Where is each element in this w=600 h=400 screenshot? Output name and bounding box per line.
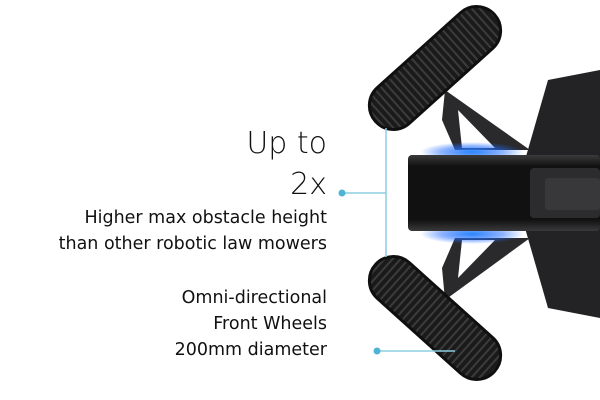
callout-dot-wheels	[373, 347, 381, 355]
headline-up-to: Up to	[246, 126, 327, 161]
headline-2x: 2x	[290, 167, 327, 202]
front-wheel-bottom	[367, 255, 503, 381]
obstacle-description-line-2: than other robotic law mowers	[58, 234, 327, 254]
wheels-description-line-1: Omni-directional	[181, 288, 327, 308]
callout-dot-obstacle	[338, 189, 346, 197]
front-wheel-top	[367, 5, 503, 131]
callout-line-obstacle	[342, 128, 387, 257]
wheels-description-line-3: 200mm diameter	[174, 340, 327, 360]
obstacle-description-line-1: Higher max obstacle height	[84, 208, 327, 228]
wheels-description-line-2: Front Wheels	[213, 314, 327, 334]
